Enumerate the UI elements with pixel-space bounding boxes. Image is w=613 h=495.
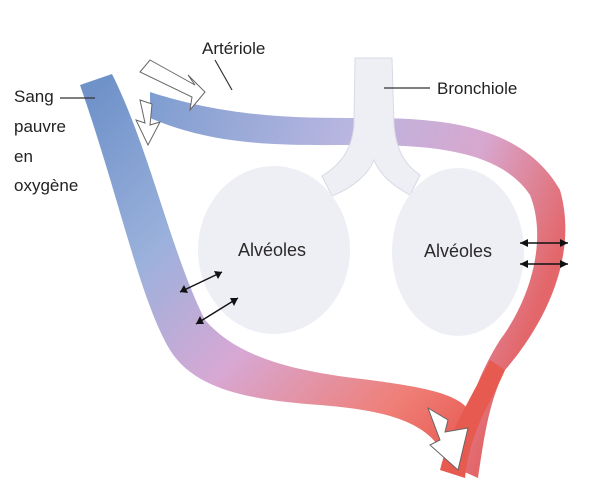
blood-label-line-3: en (14, 147, 33, 166)
bronchiole-label: Bronchiole (437, 79, 517, 98)
alveoles-left-label: Alvéoles (238, 240, 306, 260)
alveoles-right-label: Alvéoles (424, 241, 492, 261)
blood-label-line-2: pauvre (14, 117, 66, 136)
blood-label-line-1: Sang (14, 87, 54, 106)
arteriole-label: Artériole (202, 39, 265, 58)
blood-label-line-4: oxygène (14, 176, 78, 195)
leader-arteriole (215, 60, 232, 90)
